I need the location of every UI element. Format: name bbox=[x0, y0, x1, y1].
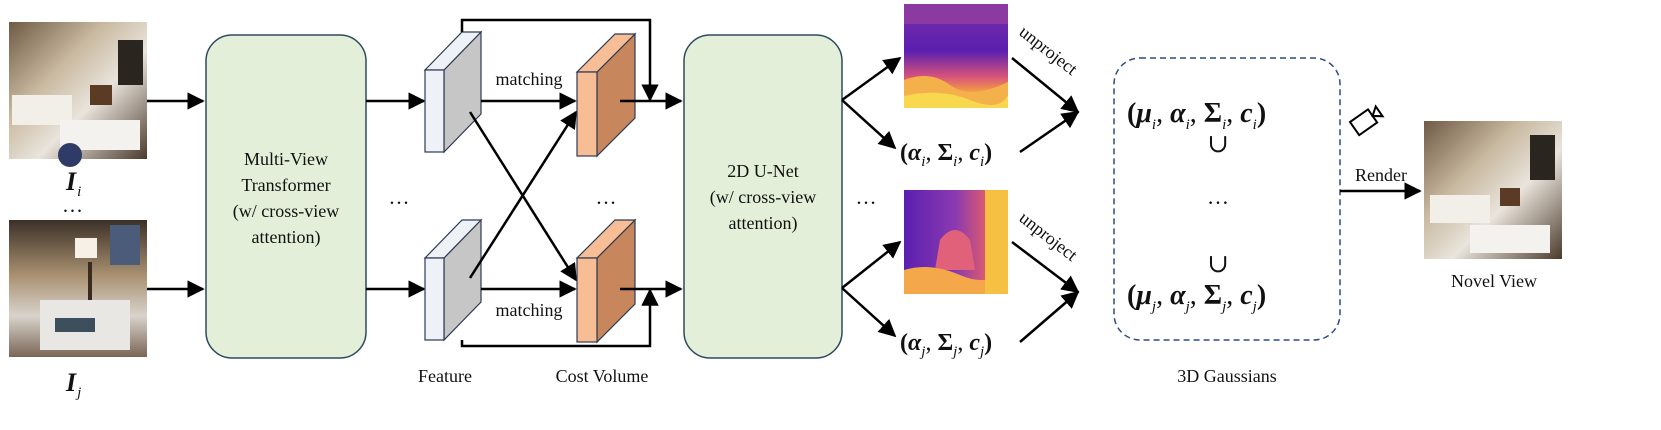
input-image-j bbox=[9, 220, 147, 357]
params-j: (αj, Σj, cj) bbox=[900, 330, 992, 360]
image-j-label: Ij bbox=[65, 368, 81, 401]
cost-volume-label: Cost Volume bbox=[556, 366, 649, 386]
feature-label: Feature bbox=[418, 366, 472, 386]
render-label: Render bbox=[1355, 165, 1407, 185]
arrow-unet-to-depth-j bbox=[841, 240, 902, 289]
inputs-ellipsis: … bbox=[62, 193, 83, 217]
arrow-unproject-i bbox=[1011, 57, 1080, 114]
novel-view-image bbox=[1424, 121, 1562, 259]
arrow-unproject-j bbox=[1011, 241, 1080, 294]
unet-ellipsis: … bbox=[856, 185, 877, 209]
input-image-i bbox=[9, 22, 147, 167]
gaussians-box bbox=[1113, 57, 1341, 341]
depth-map-i bbox=[904, 4, 1008, 108]
union-symbol-bottom: ∪ bbox=[1207, 249, 1229, 278]
skip-arrow-feature-j bbox=[460, 288, 659, 348]
unet-line2: (w/ cross-view bbox=[710, 187, 816, 208]
mvt-line4: attention) bbox=[252, 227, 321, 248]
feature-block-j bbox=[423, 218, 483, 342]
gaussians-ellipsis: … bbox=[1207, 184, 1229, 209]
unet-line1: 2D U-Net bbox=[727, 161, 798, 181]
gaussian-j-params: (μj, αj, Σj, cj) bbox=[1127, 280, 1266, 315]
gaussians-label: 3D Gaussians bbox=[1177, 366, 1277, 386]
gaussian-i-params: (μi, αi, Σi, ci) bbox=[1127, 98, 1266, 133]
mvt-ellipsis: … bbox=[389, 185, 410, 209]
arrow-unet-to-params-i bbox=[841, 99, 897, 150]
depth-map-j bbox=[904, 190, 1008, 294]
feature-block-i bbox=[423, 30, 483, 154]
unproject-label-bottom: unproject bbox=[1016, 207, 1082, 265]
matching-label-top: matching bbox=[496, 69, 563, 89]
cross-arrow-j-to-i bbox=[468, 110, 578, 279]
cost-volume-j bbox=[575, 218, 637, 344]
cost-volume-i bbox=[575, 32, 637, 158]
arrow-params-i-to-gaussians bbox=[1019, 110, 1080, 154]
union-symbol-top: ∪ bbox=[1207, 129, 1229, 158]
arrow-unet-to-params-j bbox=[841, 287, 897, 338]
skip-arrow-feature-i bbox=[460, 18, 659, 102]
arrow-unet-to-depth-i bbox=[841, 56, 902, 102]
camera-icon bbox=[1348, 104, 1385, 137]
mvt-line2: Transformer bbox=[241, 175, 330, 195]
multi-view-transformer-box bbox=[205, 34, 367, 359]
novel-view-label: Novel View bbox=[1451, 271, 1537, 291]
arrow-params-j-to-gaussians bbox=[1019, 290, 1080, 343]
mvt-line1: Multi-View bbox=[244, 149, 328, 169]
image-i-label: Ii bbox=[65, 167, 81, 200]
matching-label-bottom: matching bbox=[496, 300, 563, 320]
params-i: (αi, Σi, ci) bbox=[900, 140, 992, 170]
unet-line3: attention) bbox=[729, 213, 798, 234]
unet-box bbox=[683, 34, 843, 359]
mvt-line3: (w/ cross-view bbox=[233, 201, 339, 222]
cost-ellipsis: … bbox=[596, 185, 617, 209]
